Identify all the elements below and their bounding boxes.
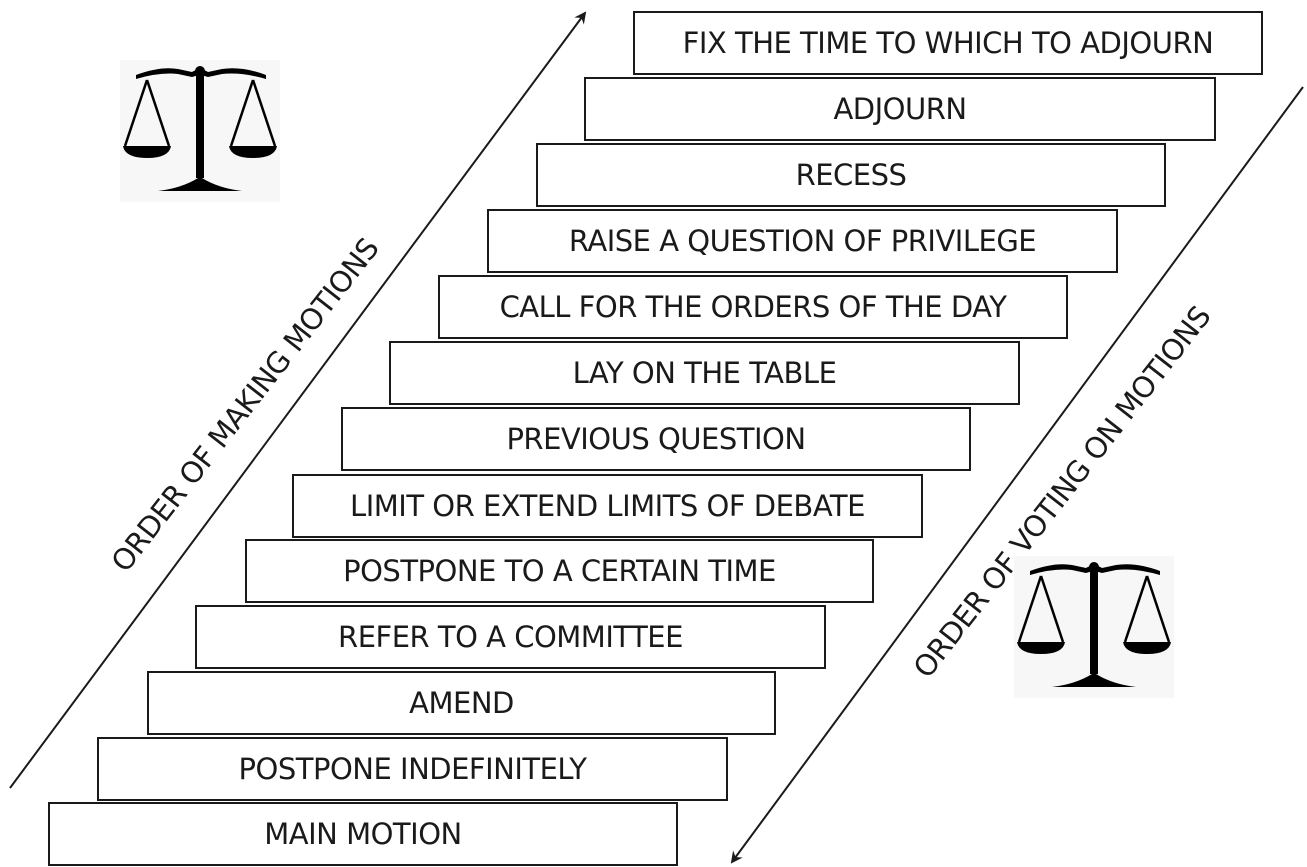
step-postpone-certain-time: POSTPONE TO A CERTAIN TIME [245,539,874,603]
step-postpone-indefinitely: POSTPONE INDEFINITELY [97,737,728,801]
voting-motions-arrow [730,86,1304,864]
scales-of-justice-icon [1014,556,1174,698]
scales-of-justice-icon [120,60,280,202]
step-recess: RECESS [536,143,1166,207]
step-previous-question: PREVIOUS QUESTION [341,407,971,471]
step-question-of-privilege: RAISE A QUESTION OF PRIVILEGE [487,209,1118,273]
making-motions-arrow [9,11,587,789]
step-refer-to-committee: REFER TO A COMMITTEE [195,605,826,669]
step-lay-on-table: LAY ON THE TABLE [389,341,1020,405]
step-orders-of-the-day: CALL FOR THE ORDERS OF THE DAY [438,275,1068,339]
step-main-motion: MAIN MOTION [48,802,678,866]
step-limit-extend-debate: LIMIT OR EXTEND LIMITS OF DEBATE [292,474,923,538]
step-adjourn: ADJOURN [584,77,1216,141]
step-fix-time-to-adjourn: FIX THE TIME TO WHICH TO ADJOURN [633,11,1263,75]
step-amend: AMEND [147,671,776,735]
